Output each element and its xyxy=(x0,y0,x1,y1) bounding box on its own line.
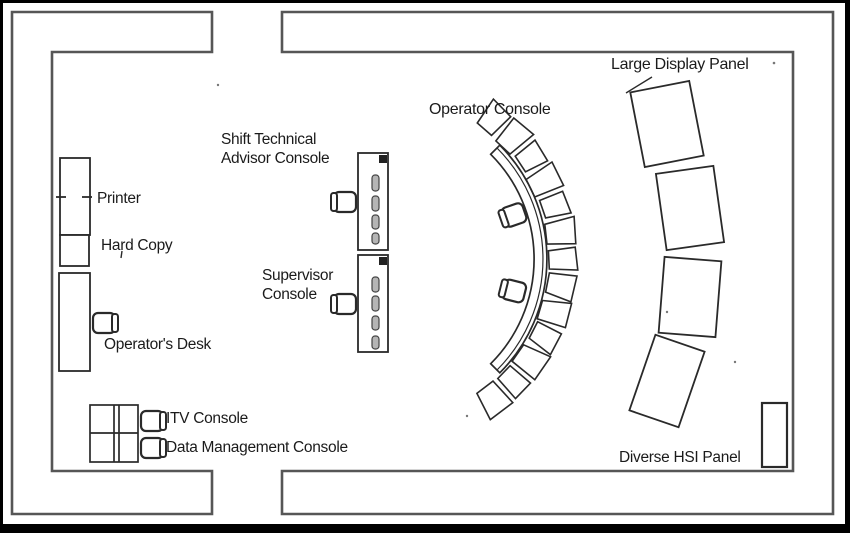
wall-right-segment xyxy=(280,10,835,516)
chair xyxy=(91,311,119,335)
chair xyxy=(497,202,528,229)
hard-copy-label: Hard Copy xyxy=(101,237,173,254)
shift-technical-advisor-label-line2: Advisor Console xyxy=(221,150,330,167)
operator-console-panel xyxy=(536,299,573,329)
operators-desk-label: Operator's Desk xyxy=(104,336,211,353)
scan-specks xyxy=(216,61,776,418)
scan-mark xyxy=(120,250,123,259)
supervisor-label-line1: Supervisor xyxy=(262,267,334,284)
printer-label: Printer xyxy=(97,190,141,207)
operator-console-panel xyxy=(475,380,514,421)
operator-console-panel xyxy=(514,138,549,173)
operator-console-panel xyxy=(538,190,573,219)
console-key-dashes xyxy=(371,174,380,245)
operator-console-panel xyxy=(511,343,552,381)
operators-desk-shape xyxy=(58,272,91,372)
left-equipment xyxy=(56,157,123,372)
diverse-hsi-panel-label: Diverse HSI Panel xyxy=(619,449,741,466)
chair xyxy=(330,190,358,214)
console-display-block xyxy=(379,155,387,163)
itv-console-label: ITV Console xyxy=(166,410,248,427)
operator-console-panel xyxy=(543,215,577,245)
wall-left-segment xyxy=(10,10,214,516)
large-display-leader-line xyxy=(625,76,653,94)
chairs xyxy=(91,190,528,460)
chair xyxy=(139,436,167,460)
data-management-console-label: Data Management Console xyxy=(166,439,348,456)
shift-technical-advisor-label-line1: Shift Technical xyxy=(221,131,317,148)
operator-console-panel xyxy=(544,272,578,303)
large-display-panel-label: Large Display Panel xyxy=(611,56,749,73)
console-key-dashes xyxy=(371,276,380,350)
diverse-hsi-panel-shape xyxy=(760,401,789,469)
room-walls xyxy=(10,10,835,516)
supervisor-console-shape xyxy=(357,254,389,353)
operator-console-panels xyxy=(475,97,579,421)
supervisor-label-line2: Console xyxy=(262,286,317,303)
operator-console-band xyxy=(489,143,548,375)
console-display-block xyxy=(379,257,387,265)
operator-console-panel xyxy=(496,364,532,400)
operator-console-panel xyxy=(476,97,512,137)
operator-console-panel xyxy=(547,246,579,271)
shift-technical-advisor-console-shape xyxy=(357,152,389,251)
operator-console-panel xyxy=(528,320,563,356)
hard-copy-shape xyxy=(59,234,90,267)
chair xyxy=(497,278,528,304)
operator-console-panel xyxy=(494,116,535,156)
large-display-panel-shape xyxy=(625,76,726,429)
chair xyxy=(330,292,358,316)
operator-console-label: Operator Console xyxy=(429,101,551,118)
itv-data-management-table xyxy=(89,404,139,463)
chair xyxy=(139,409,167,433)
